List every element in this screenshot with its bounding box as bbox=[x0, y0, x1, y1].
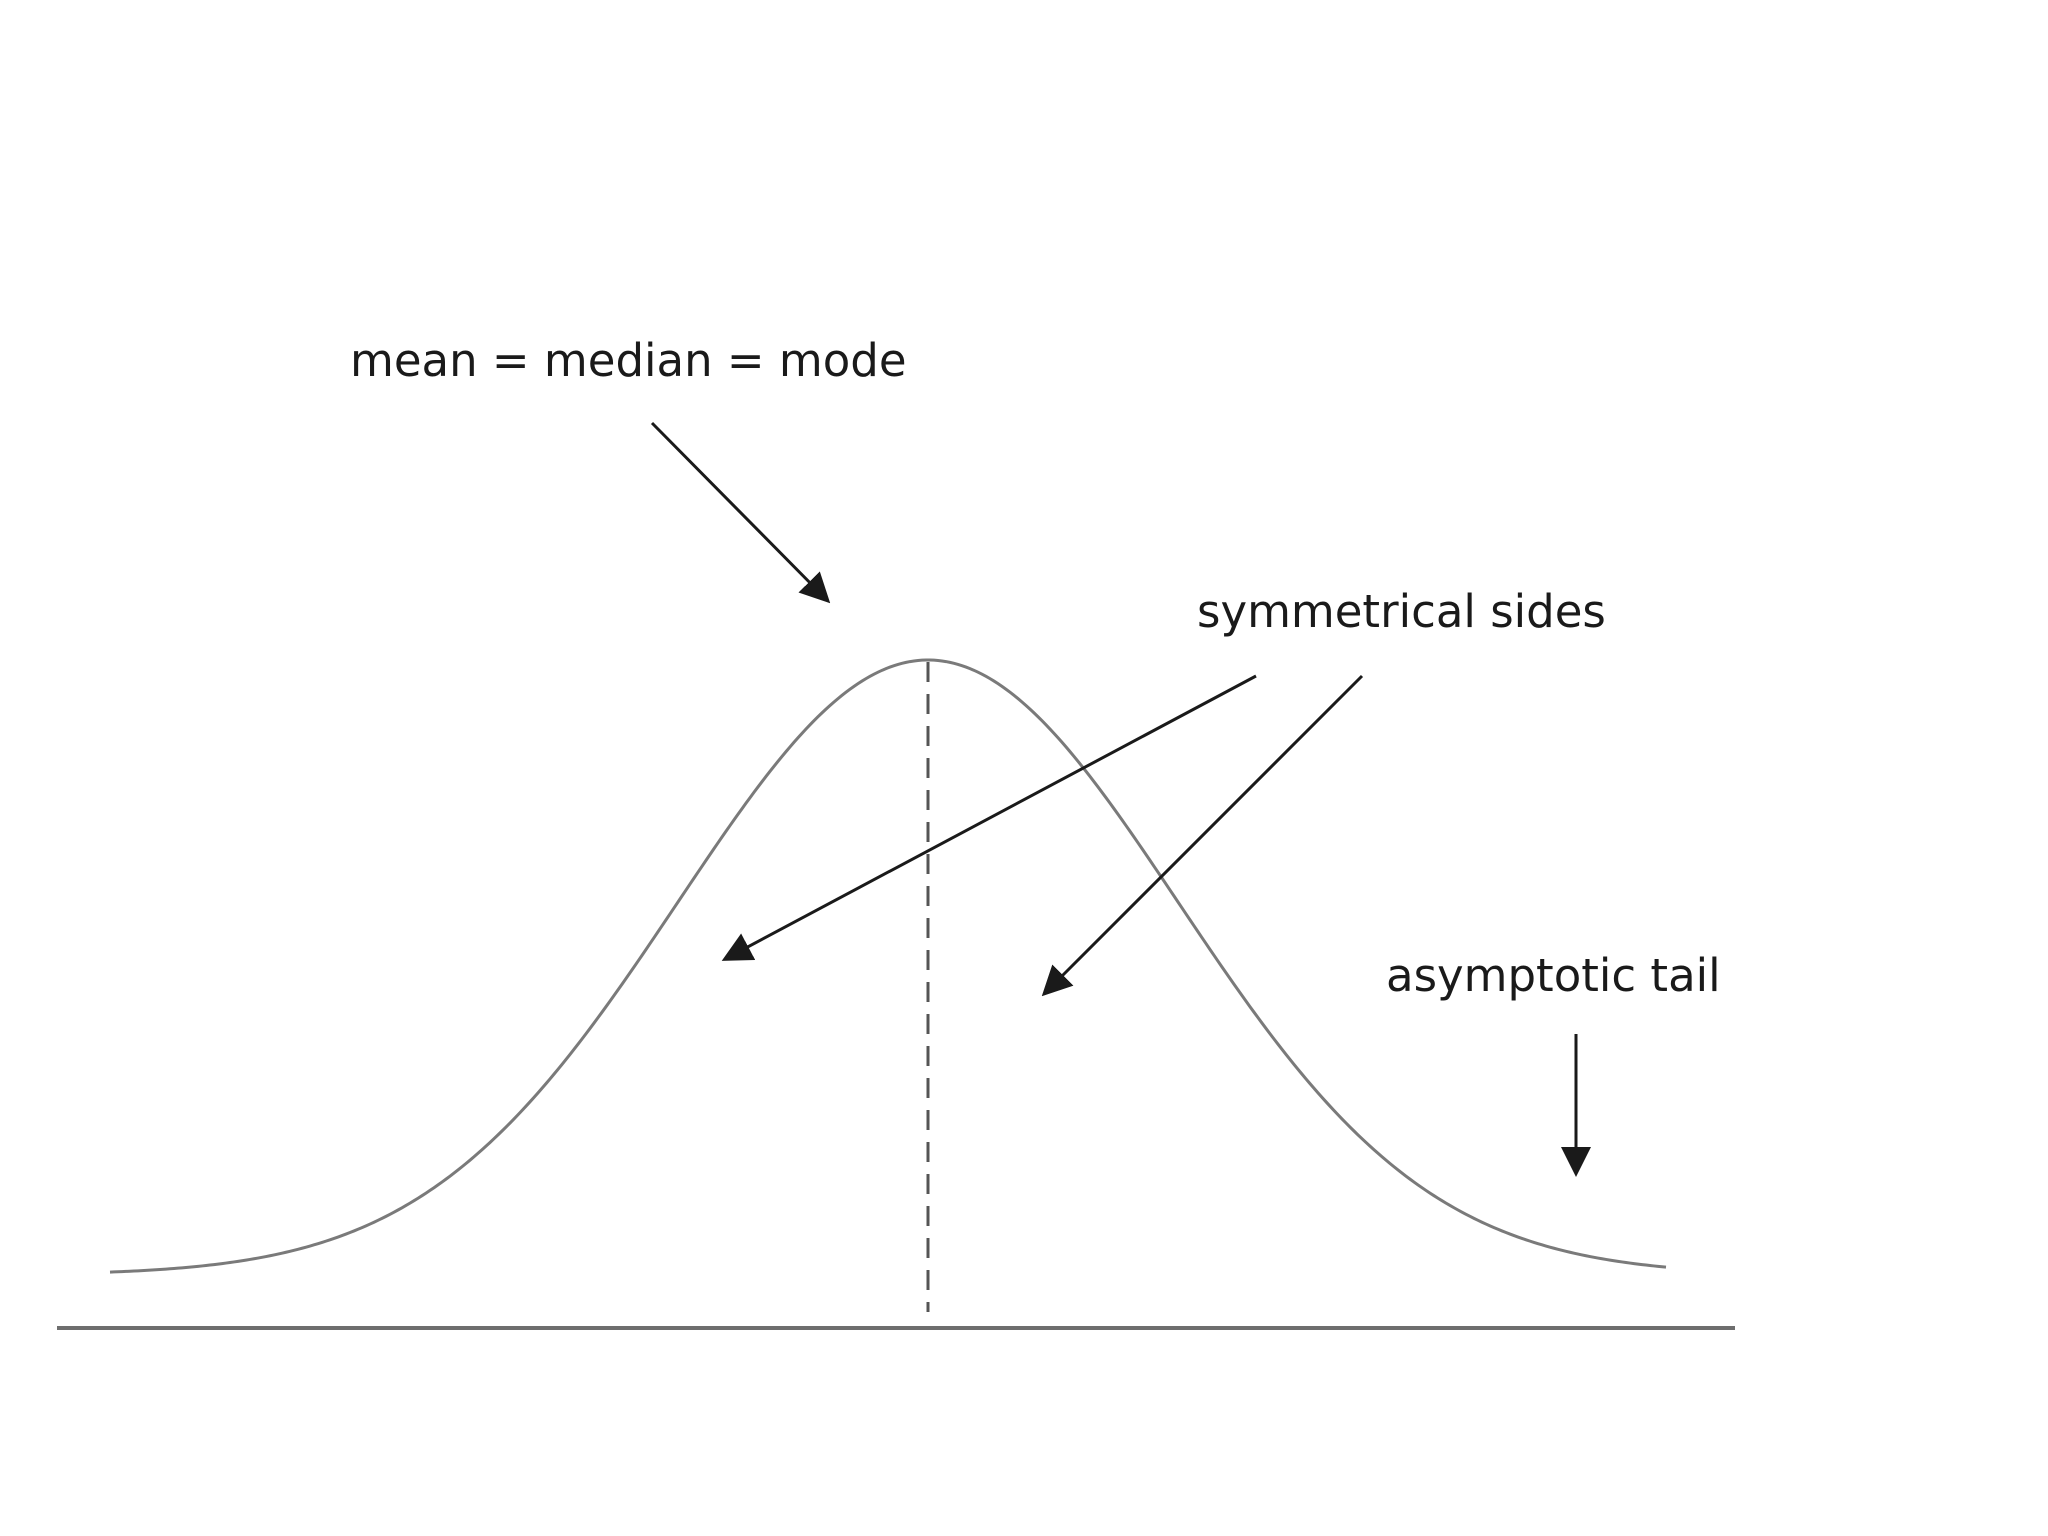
sides-label: symmetrical sides bbox=[1197, 585, 1606, 638]
mean-arrow bbox=[650, 421, 831, 604]
right-side-arrow bbox=[1041, 674, 1364, 997]
bell-curve bbox=[109, 658, 1667, 1274]
center-label: mean = median = mode bbox=[350, 334, 907, 387]
tail-label: asymptotic tail bbox=[1386, 949, 1721, 1002]
left-side-arrow bbox=[721, 674, 1257, 961]
